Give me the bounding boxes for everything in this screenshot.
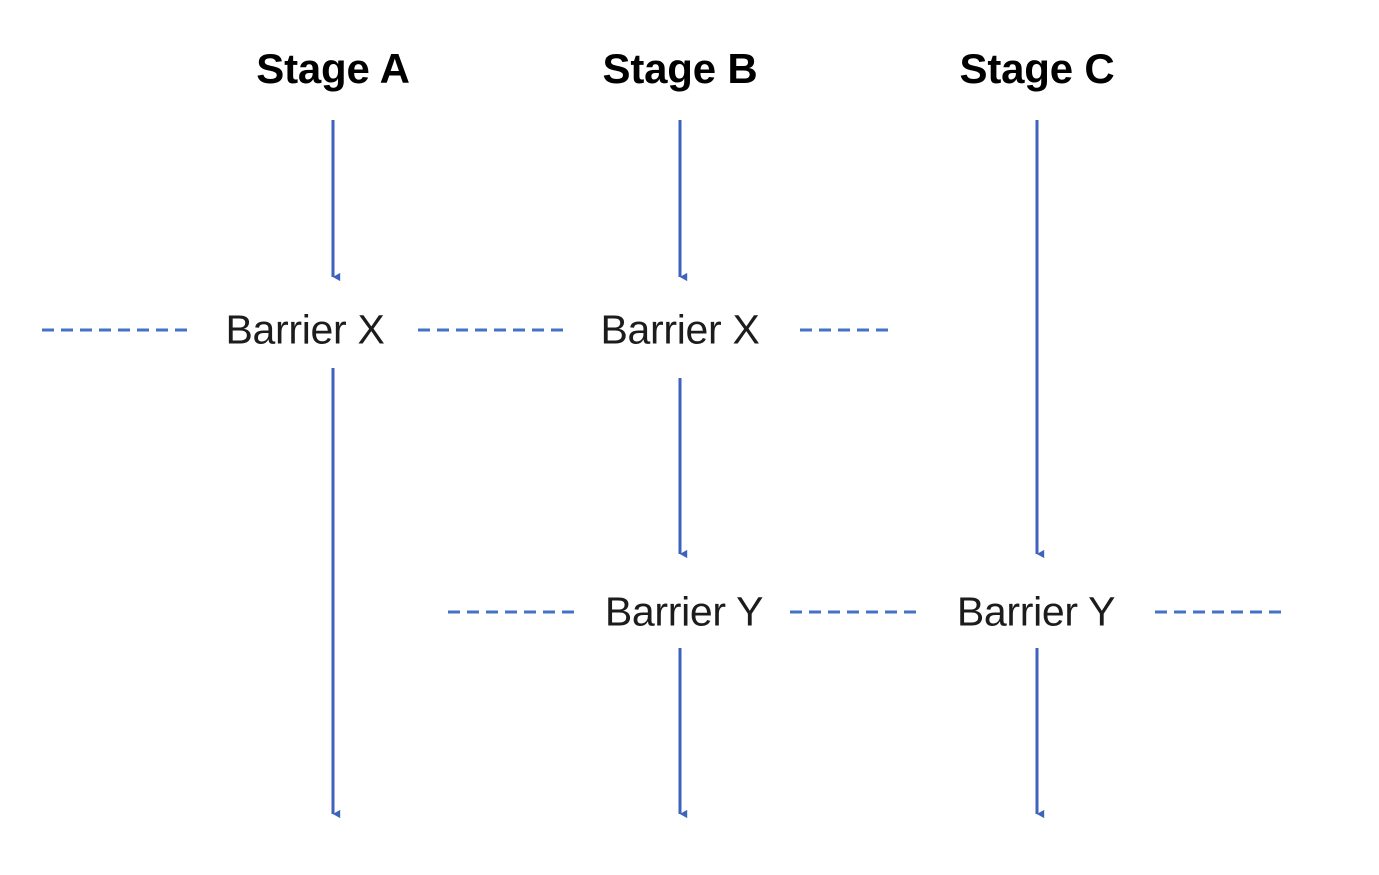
barrier-label-barrier-row-y-1: Barrier Y: [956, 588, 1116, 635]
barrier-label-barrier-row-y-0: Barrier Y: [604, 588, 764, 635]
barrier-label-barrier-row-x-0: Barrier X: [225, 306, 385, 353]
dashed-connectors-group: [42, 328, 1287, 614]
stage-header-stage-b: Stage B: [602, 45, 758, 92]
stage-header-stage-a: Stage A: [256, 45, 410, 92]
stage-header-stage-c: Stage C: [959, 45, 1115, 92]
arrows-group: [331, 120, 1045, 819]
barrier-label-barrier-row-x-1: Barrier X: [600, 306, 760, 353]
